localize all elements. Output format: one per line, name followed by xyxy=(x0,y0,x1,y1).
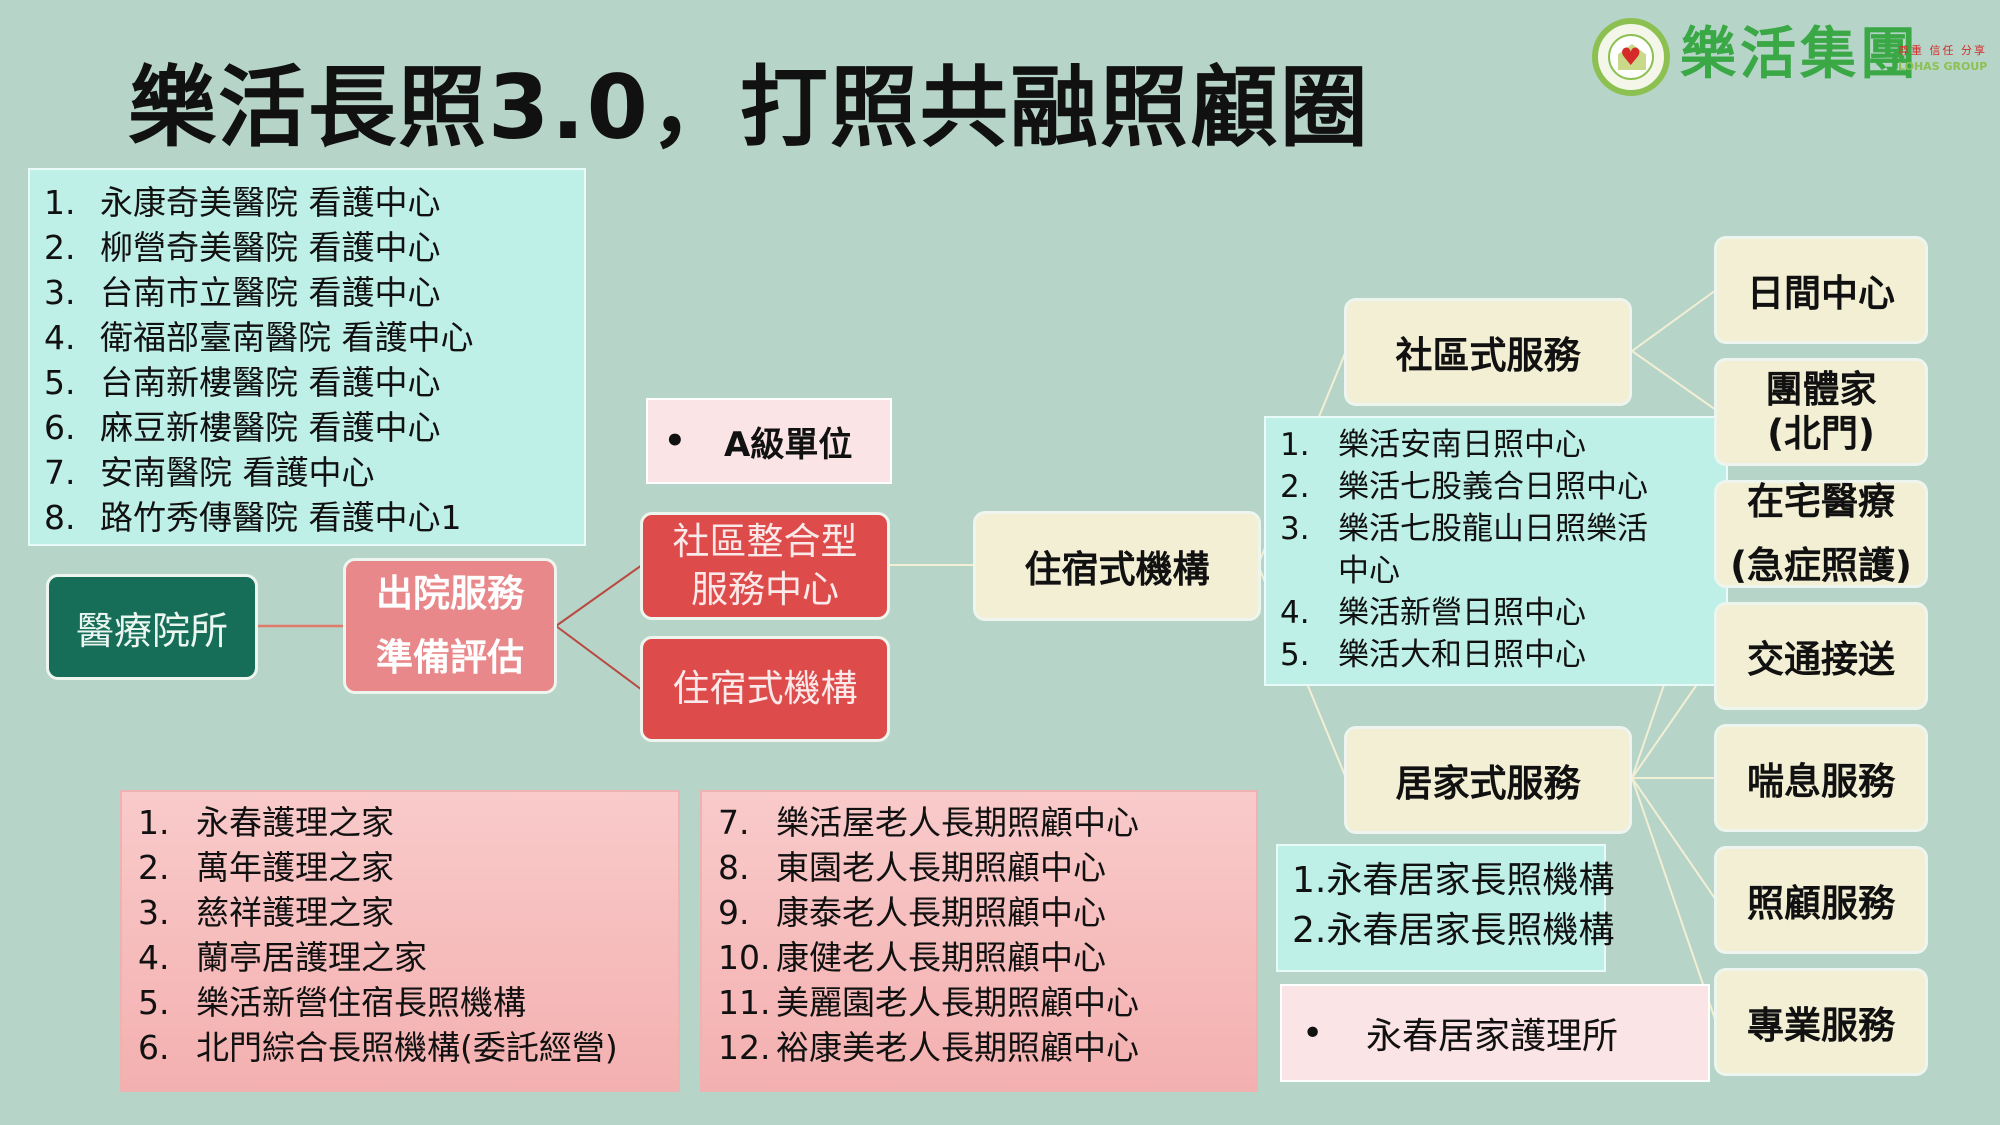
bullet: • xyxy=(1302,1012,1324,1054)
nursing-home-list-2: 7.樂活屋老人長期照顧中心 8.東園老人長期照顧中心 9.康泰老人長期照顧中心 … xyxy=(700,790,1258,1092)
list-item: 7.安南醫院 看護中心 xyxy=(44,453,375,492)
list-item: 2.永春居家長照機構 xyxy=(1292,910,1615,951)
service-care: 照顧服務 xyxy=(1714,846,1928,954)
list-item: 4.樂活新營日照中心 xyxy=(1280,595,1586,631)
discharge-assessment-node: 出院服務 準備評估 xyxy=(343,558,557,694)
list-item: 中心 xyxy=(1338,553,1400,589)
bullet: • xyxy=(664,421,686,461)
list-item: 2.樂活七股義合日照中心 xyxy=(1280,469,1648,505)
list-item: 12.裕康美老人長期照顧中心 xyxy=(718,1028,1139,1067)
residential-institution-red-node: 住宿式機構 xyxy=(640,636,890,742)
list-item: 6.麻豆新樓醫院 看護中心 xyxy=(44,408,441,447)
list-item: 1.永春居家長照機構 xyxy=(1292,860,1615,901)
service-transport: 交通接送 xyxy=(1714,602,1928,710)
list-item: 2.柳營奇美醫院 看護中心 xyxy=(44,228,441,267)
list-item: 4.衛福部臺南醫院 看護中心 xyxy=(44,318,474,357)
page-title: 樂活長照3.0，打照共融照顧圈 xyxy=(128,56,1370,159)
hospital-care-center-list: 1.永康奇美醫院 看護中心 2.柳營奇美醫院 看護中心 3.台南市立醫院 看護中… xyxy=(28,168,586,546)
logo-emblem-icon: ♥ xyxy=(1592,18,1670,96)
logo-slogan: 尊重 信任 分享 xyxy=(1898,44,1987,57)
lohas-group-logo: ♥ 樂活集團 尊重 信任 分享 LOHAS GROUP xyxy=(1592,14,1992,98)
logo-english: LOHAS GROUP xyxy=(1898,60,1988,73)
home-service-node: 居家式服務 xyxy=(1344,726,1632,834)
list-item: 10.康健老人長期照顧中心 xyxy=(718,938,1106,977)
home-care-institution-list: 1.永春居家長照機構 2.永春居家長照機構 xyxy=(1276,844,1615,972)
list-item: 8.東園老人長期照顧中心 xyxy=(718,848,1106,887)
list-item: 4.蘭亭居護理之家 xyxy=(138,938,427,977)
list-item: 5.台南新樓醫院 看護中心 xyxy=(44,363,441,402)
a-level-unit-box: • A級單位 xyxy=(646,398,892,484)
list-item: 3.台南市立醫院 看護中心 xyxy=(44,273,441,312)
list-item: 2.萬年護理之家 xyxy=(138,848,394,887)
list-item: 3.慈祥護理之家 xyxy=(138,893,394,932)
list-item: 8.路竹秀傳醫院 看護中心1 xyxy=(44,498,462,537)
logo-name: 樂活集團 xyxy=(1680,21,1920,87)
service-home-medical: 在宅醫療 (急症照護) xyxy=(1714,480,1928,588)
service-professional: 專業服務 xyxy=(1714,968,1928,1076)
list-item: 1.永春護理之家 xyxy=(138,803,394,842)
list-item: 11.美麗園老人長期照顧中心 xyxy=(718,983,1139,1022)
day-care-center-list: 1.樂活安南日照中心 2.樂活七股義合日照中心 3.樂活七股龍山日照樂活 中心 … xyxy=(1264,416,1728,686)
service-respite: 喘息服務 xyxy=(1714,724,1928,832)
list-item: 5.樂活大和日照中心 xyxy=(1280,637,1586,673)
list-item: 5.樂活新營住宿長照機構 xyxy=(138,983,526,1022)
list-item: 7.樂活屋老人長期照顧中心 xyxy=(718,803,1139,842)
home-nursing-box: • 永春居家護理所 xyxy=(1280,984,1710,1082)
community-service-node: 社區式服務 xyxy=(1344,298,1632,406)
list-item: 1.永康奇美醫院 看護中心 xyxy=(44,183,441,222)
service-day-center: 日間中心 xyxy=(1714,236,1928,344)
medical-institution-node: 醫療院所 xyxy=(46,574,258,680)
heart-icon: ♥ xyxy=(1620,43,1642,71)
residential-institution-node: 住宿式機構 xyxy=(973,511,1261,621)
list-item: 1.樂活安南日照中心 xyxy=(1280,427,1586,463)
list-item: 9.康泰老人長期照顧中心 xyxy=(718,893,1106,932)
list-item: 6.北門綜合長照機構(委託經營) xyxy=(138,1028,618,1067)
community-integrated-center-node: 社區整合型 服務中心 xyxy=(640,512,890,620)
list-item: 3.樂活七股龍山日照樂活 xyxy=(1280,511,1648,547)
nursing-home-list-1: 1.永春護理之家 2.萬年護理之家 3.慈祥護理之家 4.蘭亭居護理之家 5.樂… xyxy=(120,790,680,1092)
service-group-home: 團體家 (北門) xyxy=(1714,358,1928,466)
